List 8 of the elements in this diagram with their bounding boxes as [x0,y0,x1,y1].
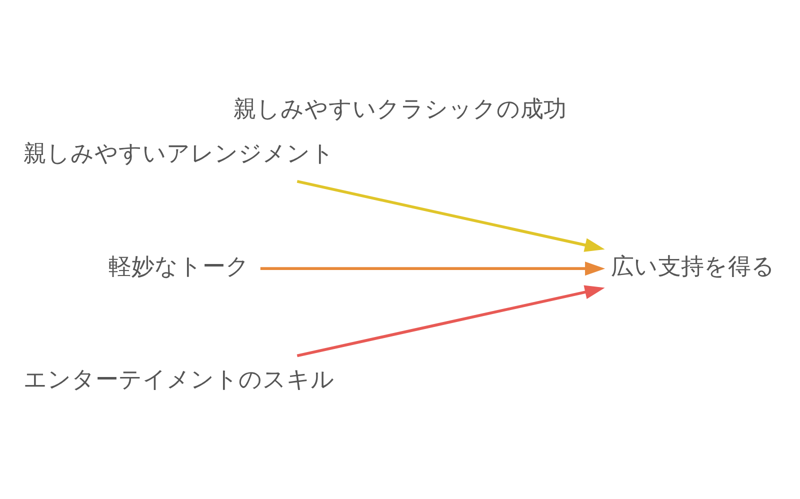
arrow [296,284,605,357]
node-text: エンターテイメントのスキル [24,366,335,392]
node-text: 親しみやすいアレンジメント [24,140,335,167]
arrow [296,180,605,252]
node-text: 軽妙なトーク [108,254,250,280]
diagram-title: 親しみやすいクラシックの成功 [234,96,566,122]
arrow [260,261,606,276]
node-text: 広い支持を得る [611,254,776,280]
